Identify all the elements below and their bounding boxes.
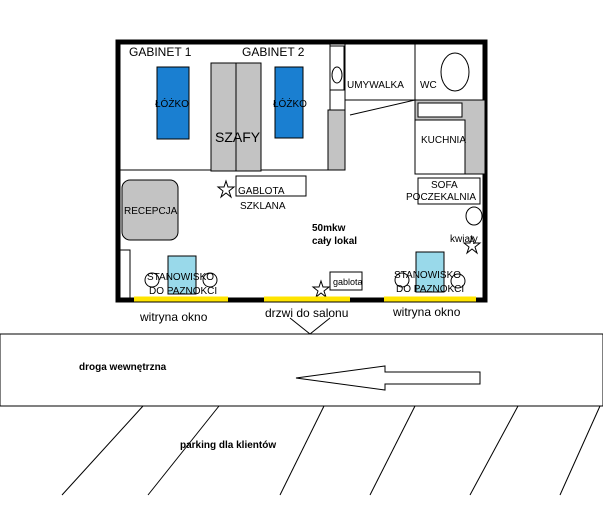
label-gabinet-2: GABINET 2 — [242, 45, 305, 59]
label-glass-cabinet-2: SZKLANA — [240, 201, 286, 212]
label-window-left: witryna okno — [139, 310, 208, 324]
direction-arrow — [295, 365, 481, 391]
parking-line — [61, 405, 144, 496]
label-wardrobe: SZAFY — [215, 129, 261, 145]
label-station-left-1: STANOWISKO — [147, 272, 214, 283]
star-icon — [311, 279, 331, 299]
label-reception: RECEPCJA — [124, 206, 178, 217]
label-kitchen: KUCHNIA — [421, 135, 466, 146]
door-swing-line — [349, 99, 416, 116]
nail-station-right-chair-b — [450, 273, 466, 289]
label-sofa-2: POCZEKALNIA — [406, 192, 476, 203]
label-wc: WC — [420, 80, 437, 91]
label-entrance-door: drzwi do salonu — [265, 306, 348, 320]
kitchen-sink — [417, 102, 463, 118]
label-whole-premises: cały lokal — [312, 236, 357, 247]
label-gabinet-1: GABINET 1 — [129, 45, 192, 59]
nail-station-right-chair-a — [394, 272, 410, 288]
label-bed-2: ŁÓŻKO — [273, 97, 307, 110]
label-window-right: witryna okno — [392, 305, 461, 319]
internal-road — [0, 333, 603, 407]
sofa — [417, 177, 481, 205]
label-station-left-2: DO PAZNOKCI — [149, 286, 217, 297]
label-bed-1: ŁÓŻKO — [155, 97, 189, 110]
label-station-right-1: STANOWISKO — [394, 270, 461, 281]
parking-line — [279, 405, 325, 496]
toilet — [440, 52, 470, 92]
label-washbasin: UMYWALKA — [347, 80, 404, 91]
door-pointer-left — [289, 317, 311, 335]
label-area: 50mkw — [312, 223, 346, 234]
nail-station-left-chair-b — [202, 272, 218, 288]
nail-station-left-chair-a — [144, 272, 160, 288]
bed-gabinet-1 — [156, 66, 190, 140]
star-icon — [216, 179, 236, 199]
parking-line — [369, 405, 416, 496]
parking-line — [469, 405, 519, 496]
glass-cabinet — [235, 175, 307, 197]
kitchen-inner — [414, 119, 466, 175]
bed-gabinet-2 — [274, 66, 304, 139]
sink — [331, 66, 343, 84]
label-sofa-1: SOFA — [431, 180, 458, 191]
door-pointer-right — [309, 317, 331, 335]
label-small-display-case: gablota — [333, 277, 363, 287]
star-icon — [462, 235, 482, 255]
small-display-case — [329, 271, 363, 291]
reception-desk — [121, 179, 179, 241]
parking-line — [559, 405, 601, 496]
label-glass-cabinet-1: GABLOTA — [238, 186, 285, 197]
nail-station-left-chair-cabinet — [119, 249, 131, 299]
label-station-right-2: DO PAZNOKCI — [396, 284, 464, 295]
label-internal-road: droga wewnętrzna — [79, 362, 167, 373]
nail-station-right-table — [415, 251, 445, 293]
flower-pot — [465, 206, 483, 226]
label-customer-parking: parking dla klientów — [180, 440, 276, 451]
parking-line — [147, 405, 220, 496]
bath-cabinet — [327, 109, 346, 171]
nail-station-left-table — [167, 255, 197, 295]
label-flowers: kwiaty — [450, 234, 478, 245]
